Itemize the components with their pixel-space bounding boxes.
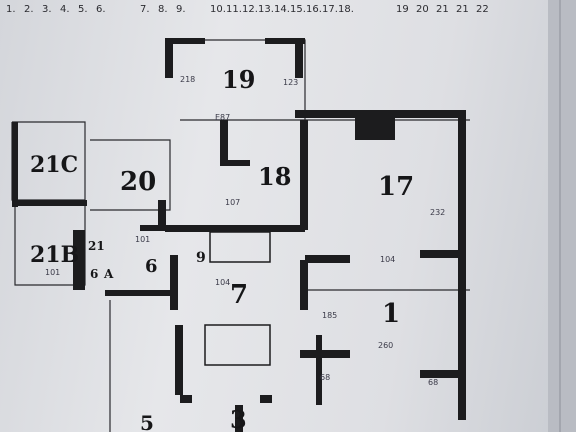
line-number: 7. — [140, 4, 150, 15]
room-label-19: 19 — [222, 65, 255, 94]
room-label-6a: 6 — [90, 267, 98, 281]
room-label-5: 5 — [140, 411, 154, 432]
line-number: 11. — [226, 4, 242, 15]
annotation-218: 218 — [180, 75, 195, 84]
annotation-68a: 68 — [320, 373, 330, 382]
room-label-17: 17 — [378, 172, 414, 202]
annotation-185: 185 — [322, 311, 337, 320]
room-label-6b: 6 — [145, 256, 158, 277]
line-number: 8. — [158, 4, 168, 15]
line-number: 15. — [290, 4, 306, 15]
room-label-21c: 21C — [30, 152, 78, 178]
room-label-18: 18 — [258, 162, 291, 191]
annotation-104b: 104 — [215, 278, 230, 287]
line-number: 18. — [338, 4, 354, 15]
line-number: 3. — [42, 4, 52, 15]
line-number: 12. — [242, 4, 258, 15]
line-number: 1. — [6, 4, 16, 15]
line-number: 16. — [306, 4, 322, 15]
annotation-68b: 68 — [428, 378, 438, 387]
line-number: 20 — [416, 4, 429, 15]
line-number: 5. — [78, 4, 88, 15]
line-number-index: 1. 2. 3. 4. 5. 6. 7. 8. 9. 10. 11. 12. 1… — [6, 4, 489, 15]
annotation-107: 107 — [225, 198, 240, 207]
room-label-a: A — [103, 267, 114, 281]
line-number: 17. — [322, 4, 338, 15]
annotation-104a: 104 — [380, 255, 395, 264]
line-number: 2. — [24, 4, 34, 15]
room-label-21: 21 — [88, 239, 105, 253]
stairs — [204, 231, 271, 366]
room-label-7: 7 — [230, 280, 248, 310]
room-label-9: 9 — [196, 250, 206, 266]
line-number: 21 — [456, 4, 469, 15]
paper-edge — [548, 0, 576, 432]
annotation-260: 260 — [378, 341, 393, 350]
line-number: 22 — [476, 4, 489, 15]
room-label-21b: 21B — [30, 242, 79, 268]
room-label-3: 3 — [230, 405, 247, 432]
annotation-232: 232 — [430, 208, 445, 217]
line-number: 9. — [176, 4, 186, 15]
annotation-101a: 101 — [45, 268, 60, 277]
walls — [12, 38, 466, 432]
annotation-101b: 101 — [135, 235, 150, 244]
line-number: 6. — [96, 4, 106, 15]
line-number: 10. — [210, 4, 226, 15]
annotation-123: 123 — [283, 78, 298, 87]
line-number: 21 — [436, 4, 449, 15]
room-label-1: 1 — [382, 299, 400, 329]
line-number: 4. — [60, 4, 70, 15]
line-number: 13. — [258, 4, 274, 15]
line-number: 14. — [274, 4, 290, 15]
line-number: 19 — [396, 4, 409, 15]
room-label-20: 20 — [120, 167, 156, 197]
handwritten-annotations: E87 101 101 104 104 185 260 232 218 123 … — [45, 75, 445, 387]
annotation-e87: E87 — [215, 113, 230, 122]
